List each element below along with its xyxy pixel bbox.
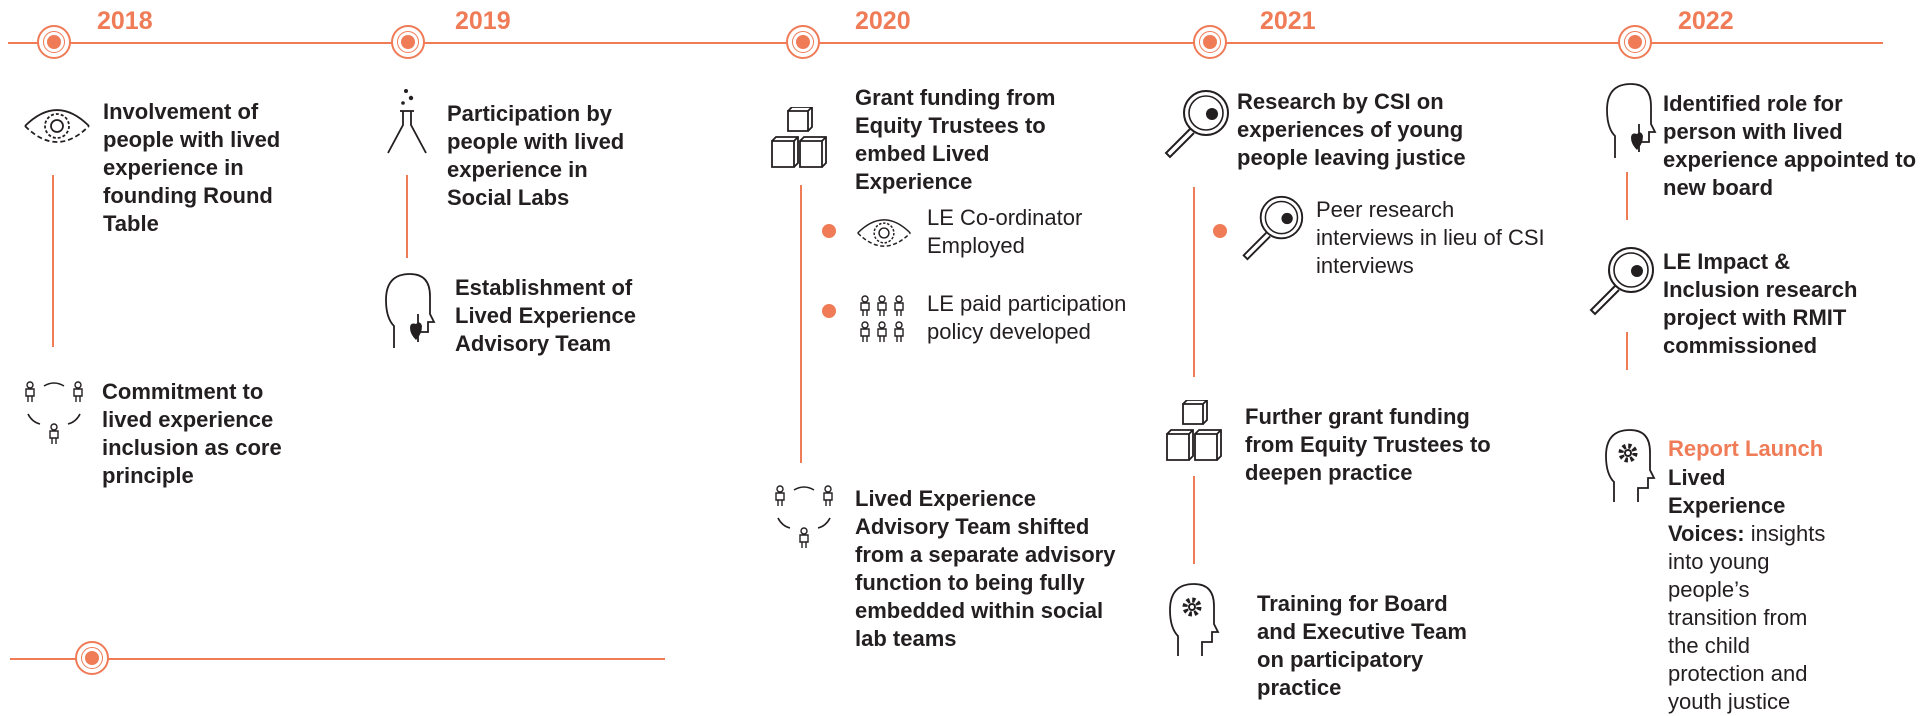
head-heart-icon: [1605, 80, 1657, 160]
timeline-bottom-line: [10, 658, 665, 660]
connector-2018: [52, 175, 54, 347]
sub-event-bullet: [1213, 224, 1227, 238]
event-2021-csi-research: Research by CSI on experiences of young …: [1237, 89, 1466, 170]
timeline-node-2022: [1618, 25, 1652, 59]
year-label-2020: 2020: [855, 7, 911, 35]
event-2022-board-role: Identified role for person with lived ex…: [1663, 91, 1917, 200]
report-title: Lived Experience Voices:: [1668, 465, 1786, 546]
year-label-2022: 2022: [1678, 7, 1734, 35]
sub-event-2020-coordinator: LE Co-ordinator Employed: [927, 205, 1083, 258]
timeline-node-2019: [391, 25, 425, 59]
event-2022-rmit-research: LE Impact & Inclusion research project w…: [1663, 249, 1858, 358]
event-2021-further-funding: Further grant funding from Equity Truste…: [1245, 404, 1491, 485]
connector-2019: [406, 175, 408, 258]
connector-2021b: [1193, 476, 1195, 564]
connector-2021a: [1193, 187, 1195, 377]
year-label-2019: 2019: [455, 7, 511, 35]
timeline-node-bottom: [75, 641, 109, 675]
blocks-icon: [1165, 400, 1223, 462]
timeline-node-2020: [786, 25, 820, 59]
year-label-2018: 2018: [97, 7, 153, 35]
sub-event-2021-peer-research: Peer research interviews in lieu of CSI …: [1316, 197, 1545, 278]
flask-icon: [384, 87, 430, 159]
blocks-icon: [770, 107, 828, 169]
magnifier-icon: [1585, 244, 1657, 316]
event-2020-grant-funding: Grant funding from Equity Trustees to em…: [855, 85, 1056, 194]
sub-event-bullet: [822, 224, 836, 238]
timeline-node-2018: [37, 25, 71, 59]
connector-2022b: [1626, 332, 1628, 370]
event-2019-advisory-team: Establishment of Lived Experience Adviso…: [455, 275, 636, 356]
event-2019-social-labs: Participation by people with lived exper…: [447, 101, 625, 210]
report-launch-label: Report Launch: [1668, 436, 1824, 461]
head-gear-icon: [1168, 580, 1224, 660]
people-circle-icon: [20, 378, 88, 448]
event-2020-advisory-shift: Lived Experience Advisory Team shifted f…: [855, 486, 1116, 651]
magnifier-icon: [1238, 193, 1306, 261]
eye-icon: [22, 98, 92, 154]
connector-2022a: [1626, 172, 1628, 220]
connector-2020: [800, 185, 802, 463]
event-2018-round-table: Involvement of people with lived experie…: [103, 99, 281, 236]
sub-event-2020-paid-policy: LE paid participation policy developed: [927, 291, 1127, 344]
event-2021-training: Training for Board and Executive Team on…: [1257, 591, 1467, 700]
people-grid-icon: [856, 294, 908, 348]
year-label-2021: 2021: [1260, 7, 1316, 35]
people-circle-icon: [770, 482, 838, 552]
event-2018-commitment: Commitment to lived experience inclusion…: [102, 379, 282, 488]
report-text: insights into young people’s transition …: [1668, 521, 1826, 714]
report-launch-description: Lived Experience Voices: insights into y…: [1668, 464, 1838, 716]
head-gear-icon: [1604, 426, 1660, 506]
eye-icon: [852, 210, 916, 256]
magnifier-icon: [1160, 87, 1232, 159]
head-heart-icon: [384, 270, 436, 350]
sub-event-bullet: [822, 304, 836, 318]
timeline-node-2021: [1193, 25, 1227, 59]
timeline-top-line: [8, 42, 1883, 44]
